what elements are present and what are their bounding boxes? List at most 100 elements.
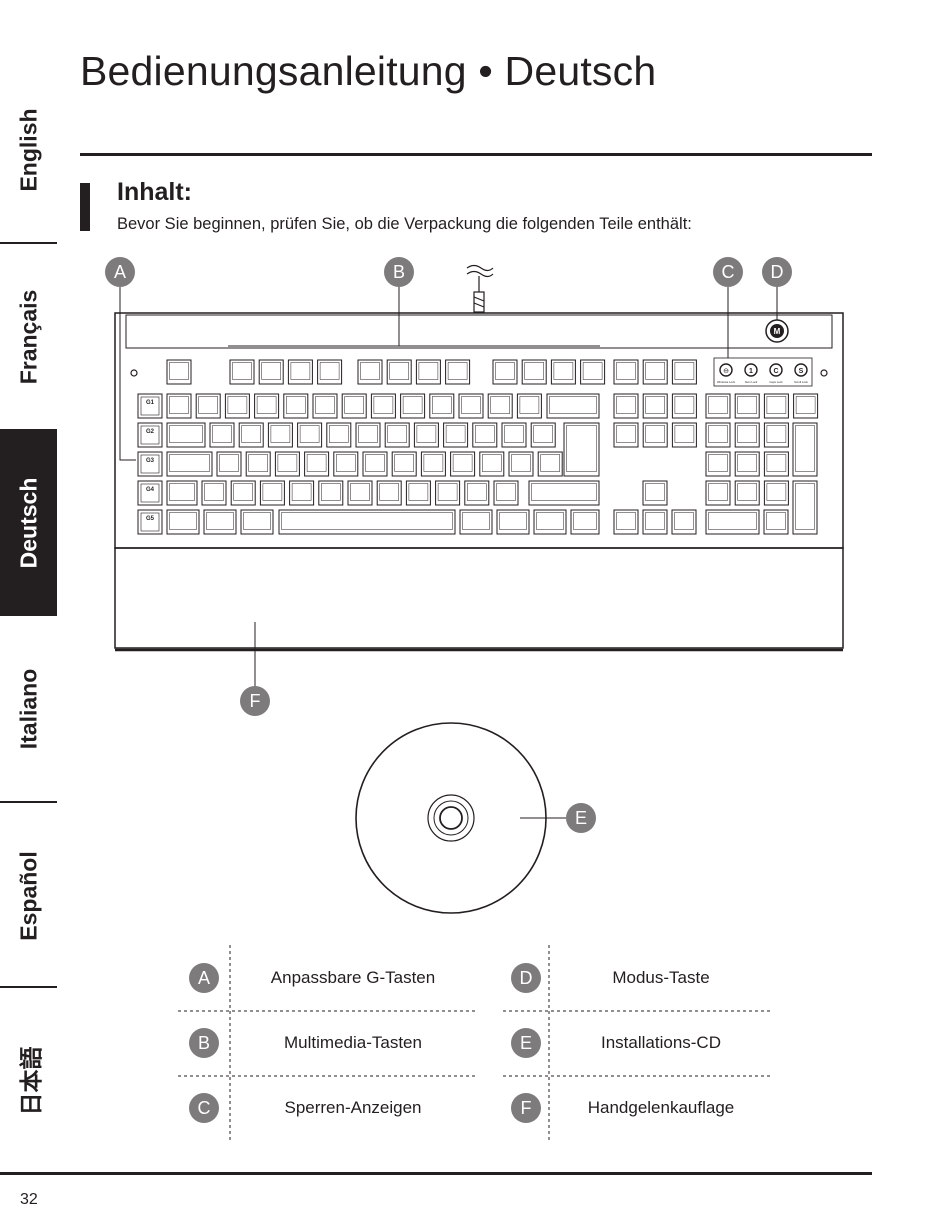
keyboard-key-top [766,454,787,472]
keyboard-key [533,509,567,535]
g-key-4: G4 [137,480,163,506]
keyboard-key-top [256,396,277,414]
part-b-name: Multimedia-Tasten [284,1033,422,1052]
keyboard-key [362,451,388,477]
keyboard-key [516,393,542,419]
keyboard-key [384,422,410,448]
keyboard-key-top [616,396,636,414]
keyboard-key-top [573,512,597,530]
keyboard-key-top [306,454,327,472]
keyboard-key-top [241,425,261,443]
keyboard-key [445,359,471,385]
lang-tab-deutsch[interactable]: Deutsch [0,429,57,616]
lock-indicator-caps-glyph: C [773,368,778,375]
keyboard-key [238,422,264,448]
keyboard-key-top [467,483,487,501]
keyboard-key-top [511,454,531,472]
keyboard-key [705,393,731,419]
lock-indicator-num: 1 Num Lock [744,363,758,384]
keyboard-key-top [795,396,816,414]
keyboard-key [209,422,235,448]
keyboard-key [642,480,668,506]
keyboard-key [642,422,668,448]
keyboard-key-top [496,483,516,501]
keyboard-key [450,451,476,477]
keyboard-key-top [737,454,757,472]
keyboard-key [734,422,760,448]
keyboard-key [496,509,530,535]
cable-icon [466,264,494,313]
keyboard-key [792,422,818,477]
callout-b-badge: B [384,257,414,287]
keyboard-key-top [232,362,252,380]
keyboard-key-top [795,425,815,472]
keyboard-key-top [708,396,728,414]
part-f-badge: F [511,1093,541,1123]
keyboard-key [550,359,576,385]
keyboard-key-top [373,396,394,414]
keyboard-key-top [566,425,597,472]
g-key-3-label: G3 [146,458,155,464]
title-rule [80,153,872,156]
keyboard-key-top [475,425,495,443]
keyboard-key-top [462,512,490,530]
keyboard-key [443,422,469,448]
lang-tab-divider [0,242,57,244]
keyboard-key [613,359,639,385]
keyboard-key-top [423,454,444,472]
page-number: 32 [20,1191,38,1208]
lang-tab-divider [0,801,57,803]
keyboard-key [528,480,600,506]
wrist-rest [114,547,844,649]
keyboard-key [347,480,373,506]
keyboard-key-top [645,512,665,530]
keyboard-key-top [645,396,665,414]
keyboard-key [278,509,456,535]
keyboard-key-top [645,483,665,501]
keyboard-key [297,422,323,448]
keyboard-key [642,359,668,385]
keyboard-key [166,451,213,477]
keyboard-key-top [447,362,468,380]
keyboard-key-top [504,425,524,443]
lock-indicator-windows-label: Windows Lock [717,380,736,384]
keyboard-key-top [329,425,349,443]
keyboard-key-top [344,396,364,414]
keyboard-key [415,359,441,385]
keyboard-key-top [795,483,815,530]
keyboard-key [530,422,556,448]
g-keys: G1 G2 G3 G4 G5 [137,393,163,535]
keyboard-key [341,393,367,419]
keyboard-key-top [418,362,439,380]
keyboard-key-top [365,454,385,472]
keyboard-key [230,480,256,506]
keyboard-illustration: M ⊖ Windows Lock 1 Num Lock C Caps Lock … [114,264,844,914]
keyboard-key [459,509,493,535]
keyboard-key [537,451,563,477]
g-key-3: G3 [137,451,163,477]
keyboard-key [705,451,731,477]
lock-indicator-scroll-label: Scroll Lock [794,380,808,384]
keyboard-key-top [277,454,298,472]
part-e-badge: E [511,1028,541,1058]
keyboard-key-top [336,454,356,472]
g-key-2: G2 [137,422,163,448]
callout-f-badge: F [240,686,270,716]
page-title: Bedienungsanleitung • Deutsch [80,48,657,94]
keyboard-key [166,359,192,385]
keyboard-key-top [243,512,271,530]
keyboard-key-top [321,483,341,501]
keyboard-key-top [402,396,423,414]
keyboard-key [405,480,431,506]
g-key-1: G1 [137,393,163,419]
keyboard-key [734,480,760,506]
lock-indicator-scroll: S Scroll Lock [794,363,808,384]
keyboard-key [166,393,192,419]
keyboard-key [258,359,284,385]
keyboard-key [201,480,227,506]
keyboard-key [763,393,789,419]
keyboard-key-top [645,425,665,443]
keyboard-key-top [416,425,437,443]
section-marker [80,183,90,231]
